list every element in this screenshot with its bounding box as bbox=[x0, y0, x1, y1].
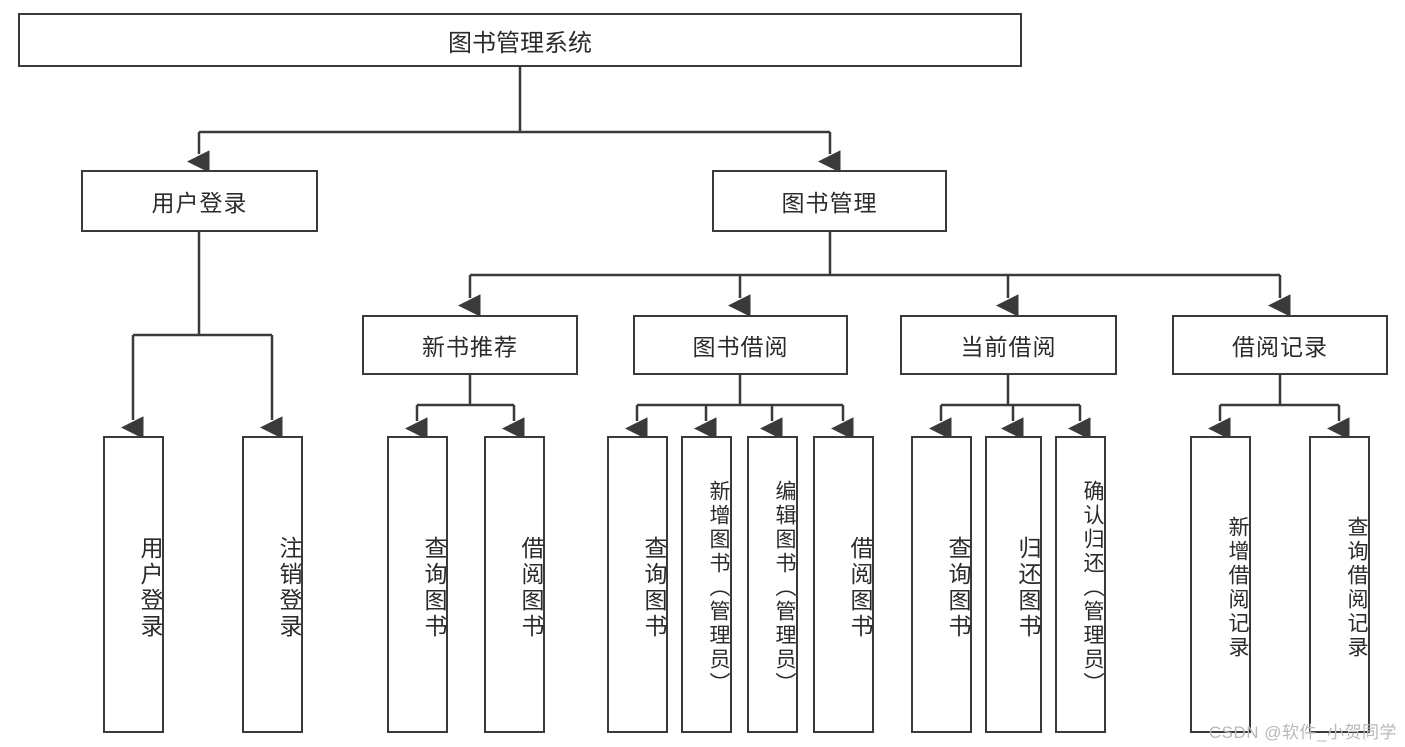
node-user-login-label: 用户登录 bbox=[151, 190, 248, 216]
node-leaf-add-book-label: 新增图书（管理员） bbox=[707, 479, 730, 696]
node-leaf-borrow-book-1-label: 借阅图书 bbox=[518, 535, 544, 640]
node-borrow-record-label: 借阅记录 bbox=[1232, 334, 1328, 360]
node-leaf-user-login-label: 用户登录 bbox=[137, 535, 163, 640]
node-leaf-edit-book[interactable]: 编辑图书（管理员） bbox=[747, 436, 798, 733]
node-leaf-query-book-2[interactable]: 查询图书 bbox=[607, 436, 668, 733]
node-root-label: 图书管理系统 bbox=[448, 29, 592, 57]
csdn-watermark: CSDN @软件_小贺同学 bbox=[1208, 723, 1397, 742]
node-leaf-return-book[interactable]: 归还图书 bbox=[985, 436, 1042, 733]
node-leaf-add-record[interactable]: 新增借阅记录 bbox=[1190, 436, 1251, 733]
node-leaf-borrow-book-2[interactable]: 借阅图书 bbox=[813, 436, 874, 733]
node-leaf-add-record-label: 新增借阅记录 bbox=[1226, 515, 1249, 660]
node-current-borrow-label: 当前借阅 bbox=[960, 334, 1057, 360]
node-borrow-record[interactable]: 借阅记录 bbox=[1172, 315, 1388, 375]
node-leaf-confirm-return[interactable]: 确认归还（管理员） bbox=[1055, 436, 1106, 733]
node-leaf-return-book-label: 归还图书 bbox=[1015, 535, 1041, 640]
node-leaf-query-book-1[interactable]: 查询图书 bbox=[387, 436, 448, 733]
node-book-borrow[interactable]: 图书借阅 bbox=[633, 315, 848, 375]
node-user-login[interactable]: 用户登录 bbox=[81, 170, 318, 232]
node-book-borrow-label: 图书借阅 bbox=[692, 334, 789, 360]
node-new-book-recommend-label: 新书推荐 bbox=[422, 334, 518, 360]
node-leaf-user-logout[interactable]: 注销登录 bbox=[242, 436, 303, 733]
node-leaf-borrow-book-1[interactable]: 借阅图书 bbox=[484, 436, 545, 733]
node-leaf-user-login[interactable]: 用户登录 bbox=[103, 436, 164, 733]
node-leaf-add-book[interactable]: 新增图书（管理员） bbox=[681, 436, 732, 733]
node-leaf-query-book-3[interactable]: 查询图书 bbox=[911, 436, 972, 733]
node-leaf-query-book-1-label: 查询图书 bbox=[421, 535, 447, 640]
node-book-manage-label: 图书管理 bbox=[781, 190, 878, 216]
node-leaf-edit-book-label: 编辑图书（管理员） bbox=[773, 479, 796, 696]
node-leaf-query-record[interactable]: 查询借阅记录 bbox=[1309, 436, 1370, 733]
node-leaf-query-book-2-label: 查询图书 bbox=[641, 535, 667, 640]
node-leaf-user-logout-label: 注销登录 bbox=[276, 535, 302, 640]
node-leaf-query-record-label: 查询借阅记录 bbox=[1345, 515, 1368, 660]
node-book-manage[interactable]: 图书管理 bbox=[712, 170, 947, 232]
node-leaf-confirm-return-label: 确认归还（管理员） bbox=[1081, 479, 1104, 696]
node-current-borrow[interactable]: 当前借阅 bbox=[900, 315, 1117, 375]
node-leaf-query-book-3-label: 查询图书 bbox=[945, 535, 971, 640]
node-new-book-recommend[interactable]: 新书推荐 bbox=[362, 315, 578, 375]
node-root[interactable]: 图书管理系统 bbox=[18, 13, 1022, 67]
node-leaf-borrow-book-2-label: 借阅图书 bbox=[847, 535, 873, 640]
